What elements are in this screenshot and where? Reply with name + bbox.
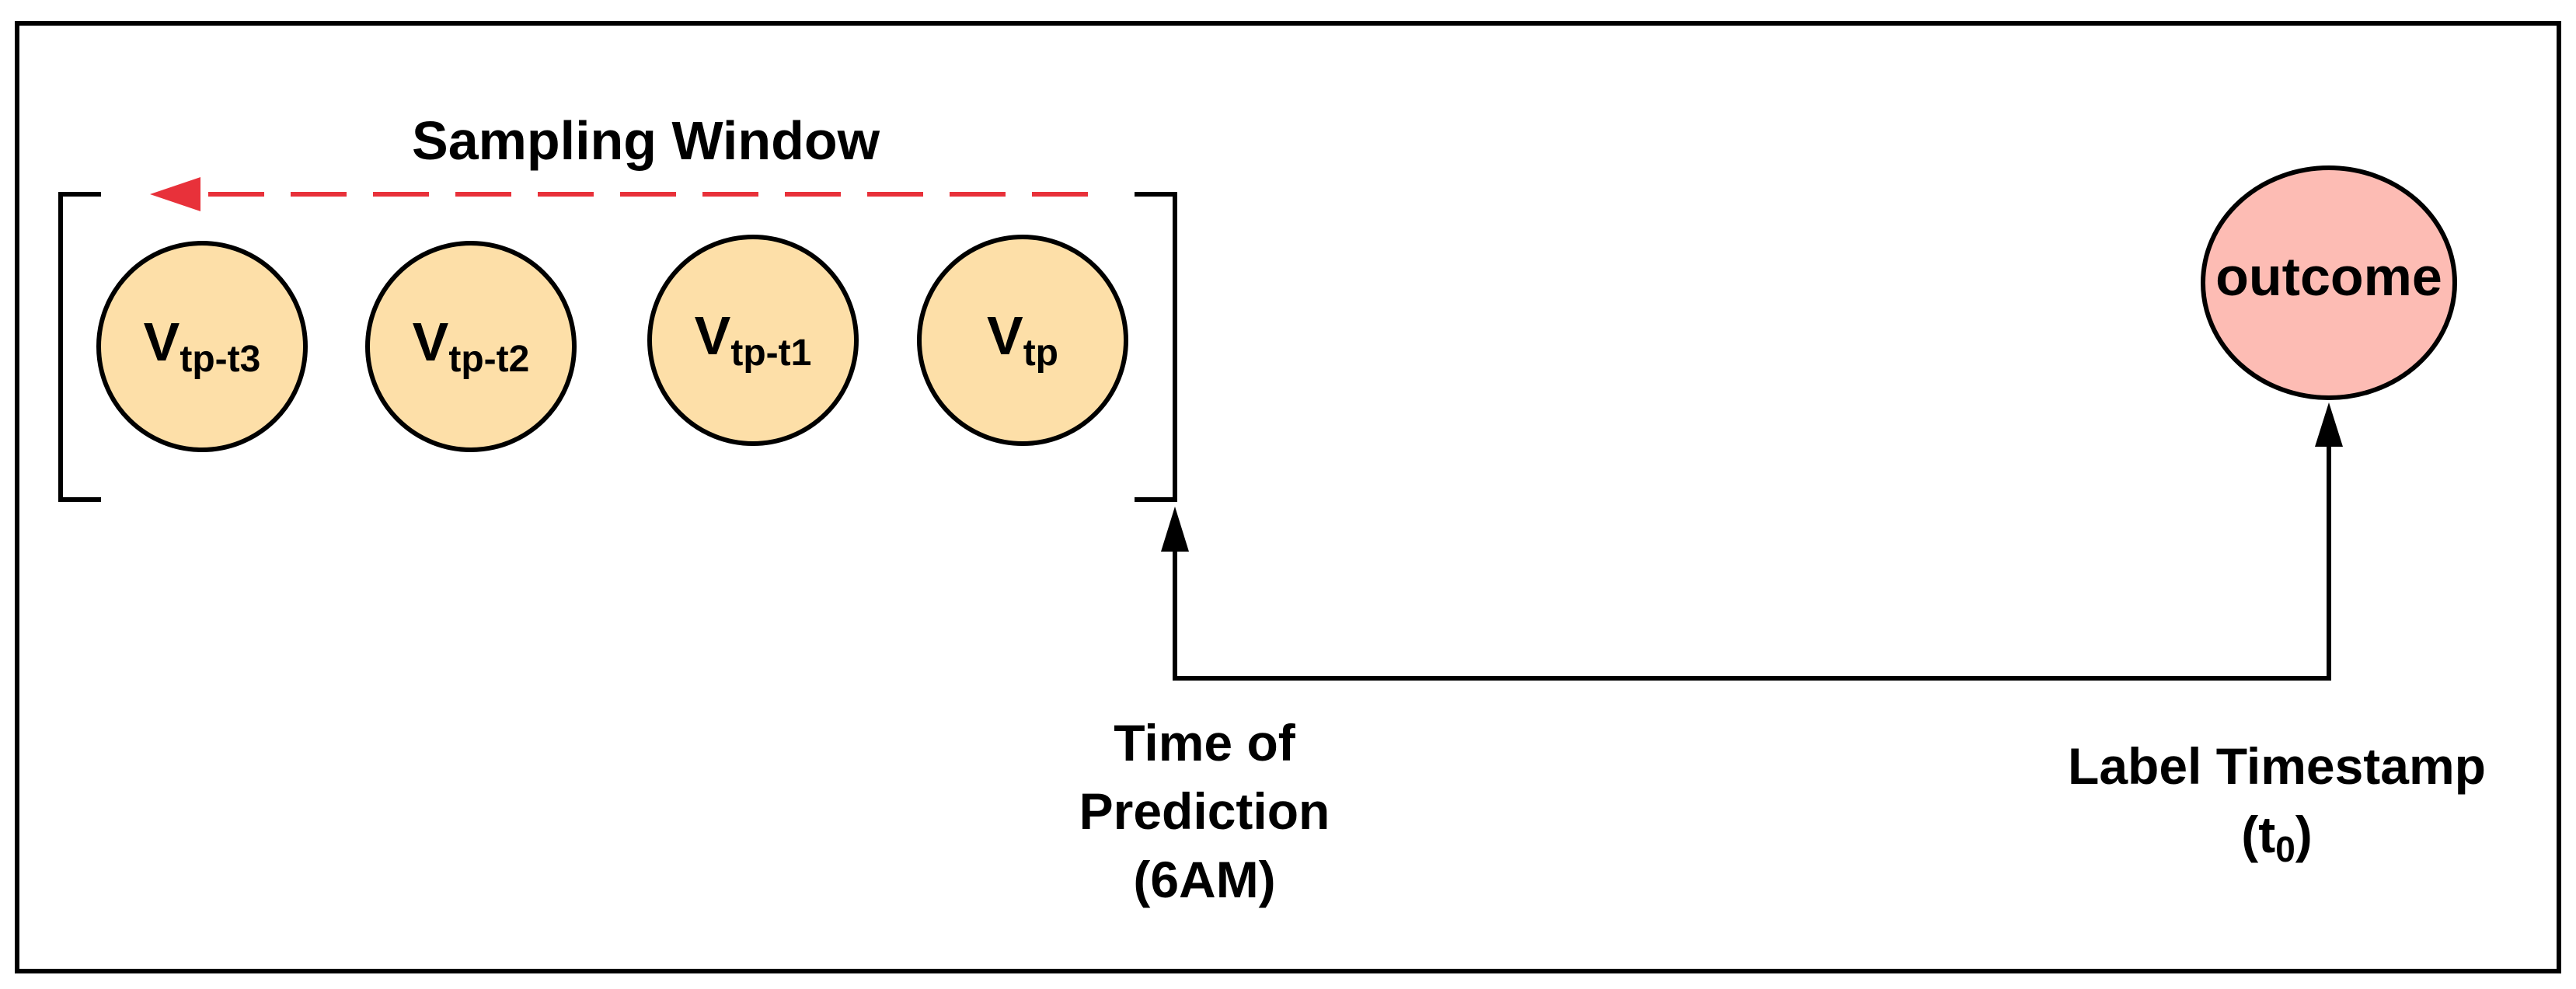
outcome-label: outcome [2215, 246, 2442, 307]
prediction-label-line3: (6AM) [1133, 851, 1276, 908]
node-label-vtp-t3: Vtp-t3 [143, 312, 261, 378]
node-label-vtp-t2: Vtp-t2 [412, 312, 530, 378]
outer-frame [15, 21, 2561, 973]
node-label-base: V [986, 305, 1023, 366]
sampling-direction-arrowhead [150, 177, 200, 211]
node-label-vtp-t1: Vtp-t1 [694, 305, 812, 372]
timestamp-close: ) [2295, 806, 2313, 863]
sampling-window-title: Sampling Window [412, 110, 880, 171]
timestamp-open: (t [2241, 806, 2276, 863]
outcome-arrowhead [2315, 402, 2343, 447]
node-circle-vtp-t3 [96, 241, 308, 452]
prediction-arrowhead [1161, 507, 1189, 552]
node-label-sub: tp [1023, 333, 1059, 374]
timestamp-sub: 0 [2275, 829, 2295, 869]
prediction-label-line1: Time of [1114, 714, 1295, 771]
node-label-base: V [412, 312, 449, 372]
node-label-vtp: Vtp [986, 305, 1058, 372]
timestamp-label-line2: (t0) [2005, 800, 2549, 874]
node-label-base: V [143, 312, 180, 372]
prediction-label: Time of Prediction (6AM) [1010, 709, 1399, 914]
sampling-window-bracket-right [1135, 192, 1177, 502]
prediction-label-line2: Prediction [1079, 782, 1330, 840]
node-label-sub: tp-t3 [180, 339, 261, 380]
timestamp-label-line1: Label Timestamp [2068, 737, 2486, 795]
node-label-sub: tp-t2 [448, 339, 530, 380]
timestamp-label: Label Timestamp (t0) [2005, 732, 2549, 874]
node-circle-vtp-t1 [647, 235, 859, 446]
outcome-circle [2201, 165, 2457, 400]
sampling-window-bracket-left [58, 192, 101, 502]
node-circle-vtp [917, 235, 1128, 446]
timeline-connector [1173, 447, 2331, 681]
node-label-base: V [694, 305, 731, 366]
node-circle-vtp-t2 [365, 241, 577, 452]
node-label-sub: tp-t1 [730, 333, 812, 374]
